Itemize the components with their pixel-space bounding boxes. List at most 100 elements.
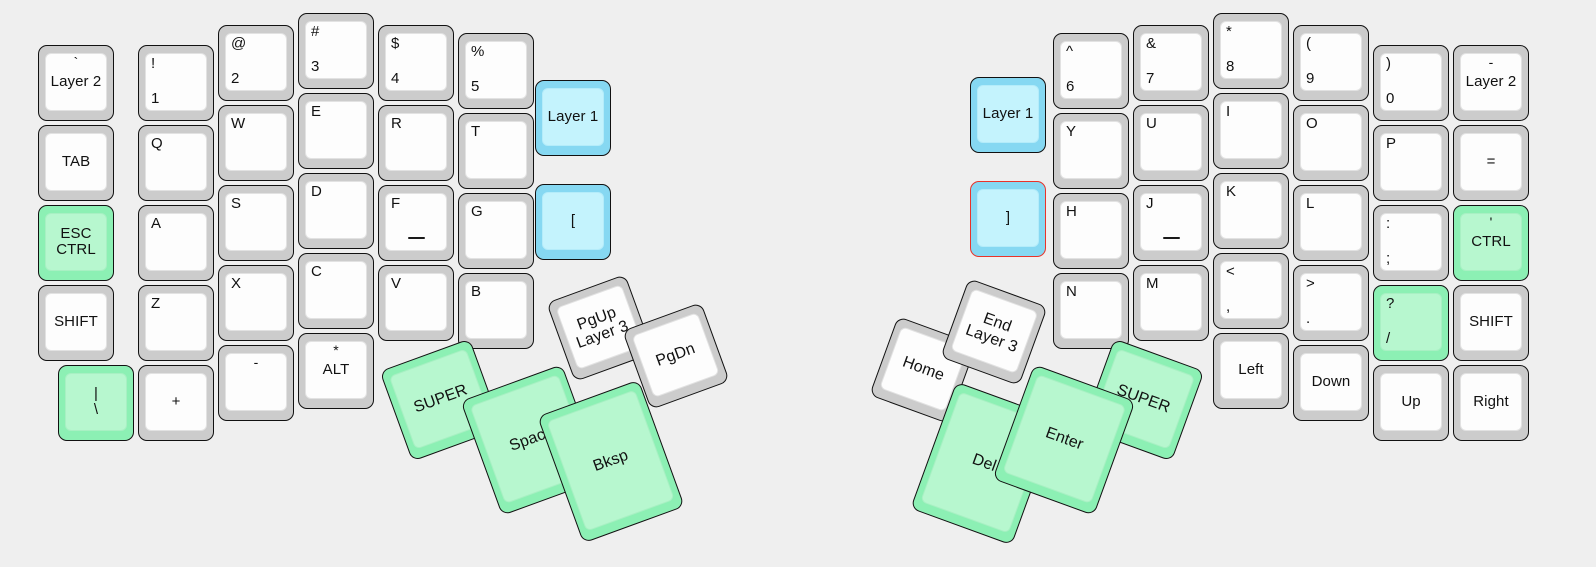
- key-l-2[interactable]: @2: [218, 25, 294, 101]
- key-r-8[interactable]: *8: [1213, 13, 1289, 89]
- key-r-ctrl[interactable]: 'CTRL: [1453, 205, 1529, 281]
- key-r-down[interactable]: Down: [1293, 345, 1369, 421]
- key-legend-base: -: [253, 354, 259, 370]
- key-r-h[interactable]: H: [1053, 193, 1129, 269]
- key-r-rbracket[interactable]: ]: [970, 181, 1046, 257]
- key-l-t[interactable]: T: [458, 113, 534, 189]
- key-l-1[interactable]: !1: [138, 45, 214, 121]
- keycap-surface: (9: [1300, 33, 1362, 91]
- key-r-n[interactable]: N: [1053, 273, 1129, 349]
- key-l-r[interactable]: R: [378, 105, 454, 181]
- key-l-s[interactable]: S: [218, 185, 294, 261]
- key-r-slash[interactable]: ?/: [1373, 285, 1449, 361]
- key-r-period[interactable]: >.: [1293, 265, 1369, 341]
- key-r-l[interactable]: L: [1293, 185, 1369, 261]
- keycap-surface: =: [1460, 133, 1522, 191]
- key-l-pipe[interactable]: | \: [58, 365, 134, 441]
- key-l-5[interactable]: %5: [458, 33, 534, 109]
- key-r-up[interactable]: Up: [1373, 365, 1449, 441]
- key-legend-base: 3: [311, 57, 320, 75]
- keycap-surface: -: [225, 353, 287, 411]
- key-l-z[interactable]: Z: [138, 285, 214, 361]
- keycap-surface: V: [385, 273, 447, 331]
- key-l-shift[interactable]: SHIFT: [38, 285, 114, 361]
- key-legend-base: 0: [1386, 89, 1395, 107]
- key-r-layer1[interactable]: Layer 1: [970, 77, 1046, 153]
- key-r-6[interactable]: ^6: [1053, 33, 1129, 109]
- keycap-surface: End Layer 3: [950, 288, 1039, 375]
- key-r-0[interactable]: )0: [1373, 45, 1449, 121]
- key-l-w[interactable]: W: [218, 105, 294, 181]
- key-legend-base: End Layer 3: [963, 309, 1020, 357]
- keycap-surface: [: [542, 192, 604, 250]
- key-legend-base: ;: [1386, 249, 1391, 267]
- key-legend-base: 7: [1146, 69, 1155, 87]
- keycap-surface: PgDn: [631, 312, 720, 399]
- keycap-surface: B: [465, 281, 527, 339]
- keycap-surface: &7: [1140, 33, 1202, 91]
- keycap-surface: W: [225, 113, 287, 171]
- keycap-surface: Left: [1220, 341, 1282, 399]
- keycap-surface: G: [465, 201, 527, 259]
- key-r-semicolon[interactable]: :;: [1373, 205, 1449, 281]
- key-legend-shifted: #: [311, 23, 320, 40]
- key-l-q[interactable]: Q: [138, 125, 214, 201]
- key-l-f[interactable]: F: [378, 185, 454, 261]
- key-r-y[interactable]: Y: [1053, 113, 1129, 189]
- key-l-esc-ctrl[interactable]: ESC CTRL: [38, 205, 114, 281]
- keycap-surface: #3: [305, 21, 367, 79]
- key-l-layer1[interactable]: Layer 1: [535, 80, 611, 156]
- key-l-v[interactable]: V: [378, 265, 454, 341]
- key-r-o[interactable]: O: [1293, 105, 1369, 181]
- keycap-surface: R: [385, 113, 447, 171]
- key-l-a[interactable]: A: [138, 205, 214, 281]
- keycap-surface: K: [1220, 181, 1282, 239]
- key-l-c[interactable]: C: [298, 253, 374, 329]
- key-r-equal[interactable]: =: [1453, 125, 1529, 201]
- key-legend-base: T: [471, 123, 481, 140]
- key-r-comma[interactable]: <,: [1213, 253, 1289, 329]
- key-r-layer2[interactable]: -Layer 2: [1453, 45, 1529, 121]
- key-r-9[interactable]: (9: [1293, 25, 1369, 101]
- key-r-right[interactable]: Right: [1453, 365, 1529, 441]
- key-legend-base: Left: [1238, 360, 1264, 378]
- key-legend-base: ]: [1005, 208, 1011, 226]
- keycap-surface: U: [1140, 113, 1202, 171]
- keycap-surface: O: [1300, 113, 1362, 171]
- key-r-p[interactable]: P: [1373, 125, 1449, 201]
- homing-bar-indicator: [1162, 236, 1180, 239]
- key-legend-base: N: [1066, 283, 1077, 300]
- key-r-k[interactable]: K: [1213, 173, 1289, 249]
- key-r-u[interactable]: U: [1133, 105, 1209, 181]
- key-legend-base: 5: [471, 77, 480, 95]
- key-l-g[interactable]: G: [458, 193, 534, 269]
- key-l-minus[interactable]: -: [218, 345, 294, 421]
- key-r-i[interactable]: I: [1213, 93, 1289, 169]
- key-legend-shifted: !: [151, 55, 156, 72]
- key-legend-base: 9: [1306, 69, 1315, 87]
- key-r-left[interactable]: Left: [1213, 333, 1289, 409]
- key-l-plus[interactable]: +: [138, 365, 214, 441]
- key-r-7[interactable]: &7: [1133, 25, 1209, 101]
- key-legend-base: Down: [1311, 372, 1351, 390]
- key-l-b[interactable]: B: [458, 273, 534, 349]
- key-legend-base: SHIFT: [1469, 312, 1513, 330]
- key-legend-base: B: [471, 283, 482, 300]
- key-l-4[interactable]: $4: [378, 25, 454, 101]
- key-r-m[interactable]: M: [1133, 265, 1209, 341]
- homing-bar-indicator: [407, 236, 425, 239]
- key-l-3[interactable]: #3: [298, 13, 374, 89]
- keycap-surface: H: [1060, 201, 1122, 259]
- key-l-e[interactable]: E: [298, 93, 374, 169]
- key-l-tab[interactable]: TAB: [38, 125, 114, 201]
- key-l-d[interactable]: D: [298, 173, 374, 249]
- key-l-lbracket[interactable]: [: [535, 184, 611, 260]
- key-legend-base: /: [1386, 329, 1391, 347]
- key-legend-base: Layer 1: [982, 104, 1034, 122]
- key-r-shift[interactable]: SHIFT: [1453, 285, 1529, 361]
- key-l-layer2[interactable]: `Layer 2: [38, 45, 114, 121]
- key-l-alt[interactable]: *ALT: [298, 333, 374, 409]
- key-r-j[interactable]: J: [1133, 185, 1209, 261]
- keycap-surface: F: [385, 193, 447, 251]
- key-l-x[interactable]: X: [218, 265, 294, 341]
